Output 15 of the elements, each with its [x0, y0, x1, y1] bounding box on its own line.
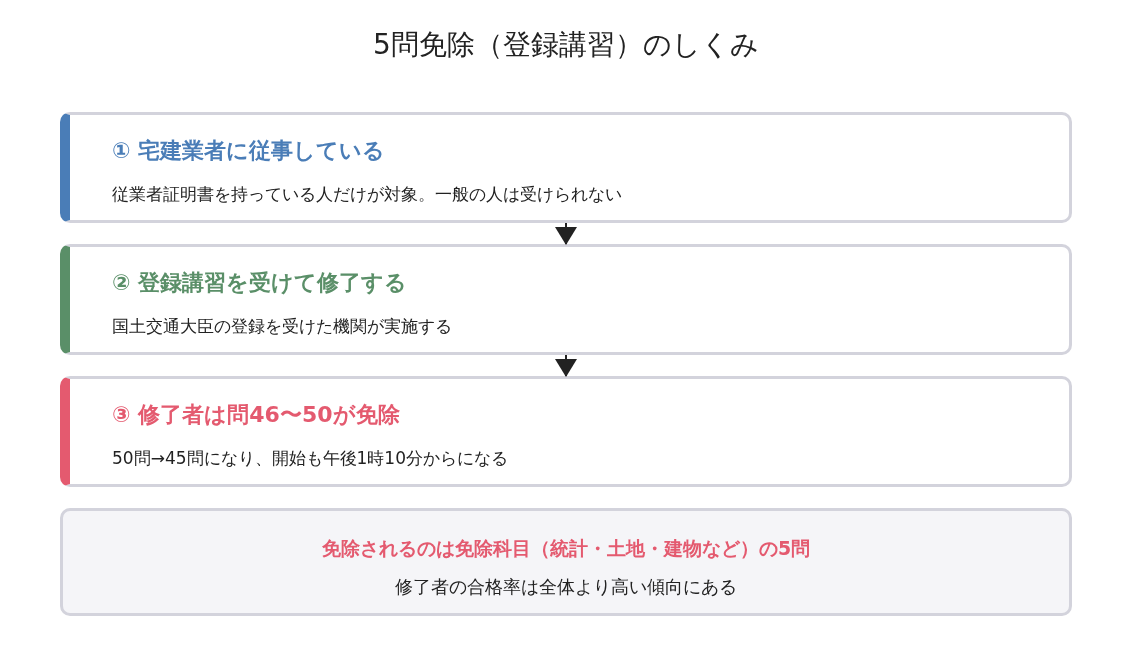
step-description: 50問→45問になり、開始も午後1時10分からになる	[112, 447, 508, 470]
step-card	[60, 112, 1072, 223]
summary-box	[60, 508, 1072, 616]
step-description: 従業者証明書を持っている人だけが対象。一般の人は受けられない	[112, 183, 622, 206]
step-heading: ③ 修了者は問46〜50が免除	[112, 401, 400, 429]
step-description: 国土交通大臣の登録を受けた機関が実施する	[112, 315, 452, 338]
step-card	[60, 376, 1072, 487]
summary-note: 修了者の合格率は全体より高い傾向にある	[395, 575, 737, 599]
arrow	[555, 222, 577, 245]
step-card	[60, 244, 1072, 355]
step-heading: ② 登録講習を受けて修了する	[112, 269, 408, 297]
summary-heading: 免除されるのは免除科目（統計・土地・建物など）の5問	[321, 536, 811, 561]
arrow	[555, 354, 577, 377]
diagram-title: 5問免除（登録講習）のしくみ	[373, 27, 759, 63]
step-heading: ① 宅建業者に従事している	[112, 137, 386, 165]
